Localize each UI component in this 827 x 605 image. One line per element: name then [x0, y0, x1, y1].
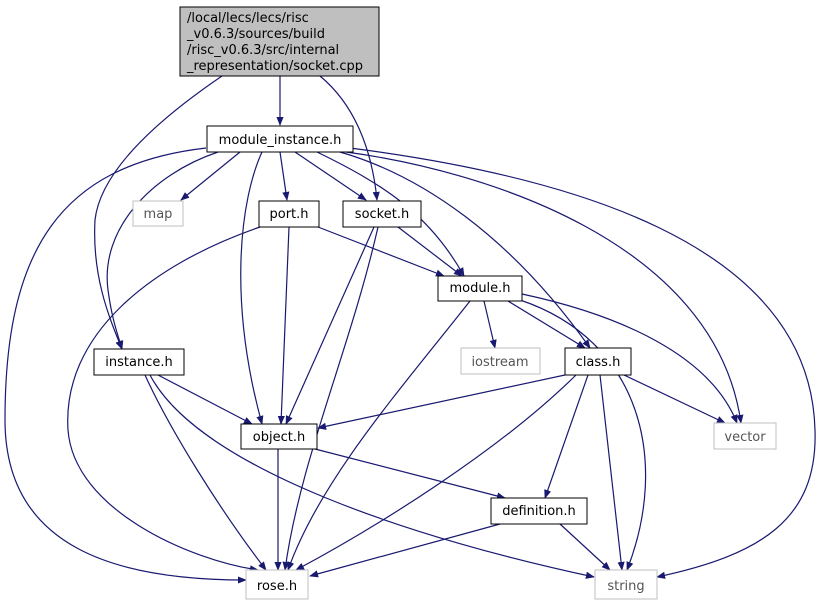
- edge-object-definition: [314, 448, 506, 500]
- object-label: object.h: [253, 430, 305, 445]
- edge-instance-rose: [144, 374, 267, 571]
- module-instance-label: module_instance.h: [219, 133, 342, 148]
- edge-module-iostream: [483, 300, 497, 349]
- definition-label: definition.h: [502, 504, 576, 519]
- edge-module_instance-rose: [4, 147, 247, 584]
- iostream-label: iostream: [471, 355, 528, 370]
- root-line-4: _representation/socket.cpp: [186, 59, 363, 74]
- edge-module_instance-vector: [345, 151, 744, 424]
- edge-module-class: [507, 300, 586, 349]
- edge-port-rose: [67, 226, 261, 573]
- socket-label: socket.h: [355, 207, 409, 222]
- edge-class-rose: [295, 374, 577, 571]
- edge-port-object: [277, 226, 290, 425]
- edge-class-string: [599, 374, 625, 571]
- port-label: port.h: [269, 207, 308, 222]
- edge-class-vector: [623, 374, 726, 424]
- edge-module_instance-map: [180, 151, 241, 201]
- rose-label: rose.h: [257, 579, 297, 594]
- edge-port-module: [317, 226, 445, 277]
- edge-instance-string: [149, 374, 595, 579]
- edge-definition-rose: [309, 523, 501, 578]
- class-label: class.h: [576, 355, 621, 370]
- instance-label: instance.h: [105, 355, 172, 370]
- node-vector[interactable]: vector: [713, 422, 777, 450]
- node-definition[interactable]: definition.h: [490, 497, 588, 525]
- node-instance[interactable]: instance.h: [93, 348, 185, 376]
- node-socket[interactable]: socket.h: [342, 200, 422, 228]
- node-port[interactable]: port.h: [258, 200, 320, 228]
- edge-root-instance: [94, 75, 223, 350]
- node-module-instance[interactable]: module_instance.h: [206, 125, 354, 153]
- edge-module_instance-string: [349, 147, 816, 579]
- edge-module_instance-class: [339, 151, 591, 349]
- root-line-3: /risc_v0.6.3/src/internal: [187, 43, 339, 58]
- edge-module-vector: [521, 293, 738, 424]
- map-label: map: [144, 207, 173, 222]
- edge-definition-string: [559, 523, 611, 571]
- node-class[interactable]: class.h: [564, 347, 632, 376]
- edge-class-object: [317, 374, 566, 430]
- edge-instance-object: [157, 374, 253, 425]
- edge-socket-module: [397, 226, 463, 277]
- root-line-2: _v0.6.3/sources/build: [186, 27, 325, 42]
- edge-module-string: [519, 299, 647, 571]
- edge-class-definition: [544, 374, 589, 499]
- edge-socket-rose: [282, 226, 379, 571]
- vector-label: vector: [724, 430, 766, 445]
- edge-socket-object: [285, 226, 375, 425]
- node-rose[interactable]: rose.h: [245, 569, 309, 600]
- node-root[interactable]: /local/lecs/lecs/risc _v0.6.3/sources/bu…: [179, 6, 380, 77]
- edges: [4, 75, 816, 584]
- edge-module_instance-instance: [106, 151, 219, 350]
- node-map[interactable]: map: [132, 200, 184, 227]
- node-string[interactable]: string: [594, 569, 658, 600]
- edge-module_instance-socket: [294, 151, 367, 201]
- node-object[interactable]: object.h: [240, 423, 318, 450]
- edge-module_instance-object: [240, 151, 264, 425]
- edge-module_instance-port: [279, 151, 290, 201]
- string-label: string: [607, 579, 644, 594]
- node-iostream[interactable]: iostream: [460, 347, 541, 375]
- root-line-1: /local/lecs/lecs/risc: [187, 11, 309, 26]
- module-label: module.h: [449, 281, 510, 296]
- edge-module-rose: [287, 300, 471, 571]
- node-module[interactable]: module.h: [437, 275, 523, 302]
